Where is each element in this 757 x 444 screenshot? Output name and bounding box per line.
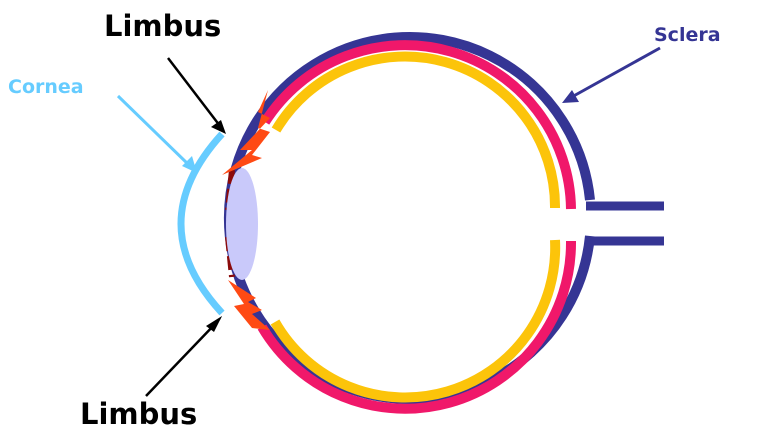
label-limbus-bottom: Limbus: [80, 400, 197, 429]
arrow-limbus-top-head: [211, 120, 226, 134]
label-limbus-top: Limbus: [104, 12, 221, 41]
choroid-ring-lower: [262, 241, 571, 409]
lens: [226, 168, 258, 280]
label-sclera: Sclera: [654, 26, 721, 45]
arrow-limbus-top: [168, 58, 220, 126]
arrow-cornea: [118, 96, 190, 166]
label-cornea: Cornea: [8, 78, 84, 97]
arrow-sclera-head: [562, 90, 579, 103]
arrow-sclera: [570, 48, 660, 98]
choroid-ring-upper: [265, 45, 571, 209]
arrow-limbus-bottom: [146, 323, 216, 396]
